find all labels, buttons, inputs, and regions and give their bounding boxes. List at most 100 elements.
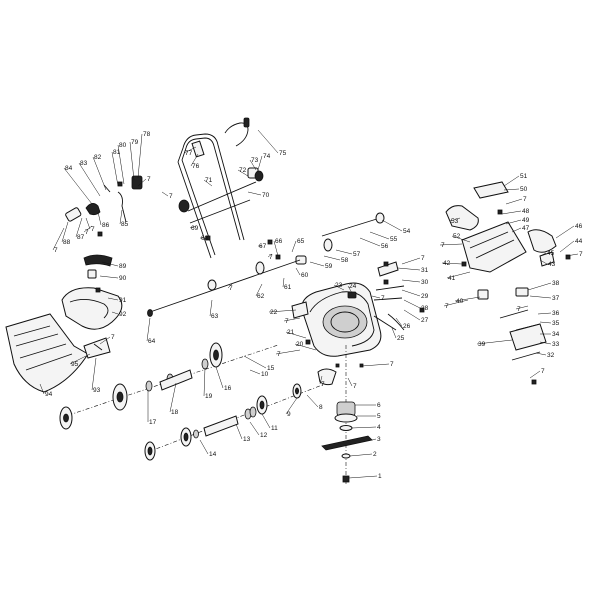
leader-line bbox=[397, 267, 421, 271]
callout-label: 85 bbox=[121, 221, 129, 228]
leader-line bbox=[371, 295, 381, 299]
leader-line bbox=[209, 299, 213, 317]
leader-line bbox=[117, 144, 125, 185]
leader-line bbox=[559, 240, 575, 253]
callout-label: 66 bbox=[275, 238, 283, 245]
leader-line bbox=[235, 423, 243, 440]
callout-label: 7 bbox=[321, 381, 325, 388]
callout-label: 95 bbox=[71, 361, 79, 368]
leader-line bbox=[257, 129, 279, 154]
callout-label: 58 bbox=[341, 257, 349, 264]
callout-label: 47 bbox=[522, 225, 530, 232]
callout-label: 46 bbox=[575, 223, 583, 230]
callout-label: 3 bbox=[377, 436, 381, 443]
callout-label: 13 bbox=[243, 436, 251, 443]
control-parts bbox=[65, 175, 143, 223]
callout-label: 7 bbox=[229, 285, 233, 292]
leader-line bbox=[539, 252, 547, 257]
callout-label: 50 bbox=[520, 186, 528, 193]
leader-line bbox=[403, 299, 421, 309]
leader-line bbox=[539, 321, 552, 324]
callout-label: 7 bbox=[147, 176, 151, 183]
callout-label: 51 bbox=[520, 173, 528, 180]
leader-line bbox=[351, 426, 377, 429]
leader-line bbox=[243, 355, 267, 369]
wiring-brackets bbox=[147, 212, 405, 331]
callout-label: 74 bbox=[263, 153, 271, 160]
callout-label: 7 bbox=[421, 255, 425, 262]
leader-line bbox=[107, 297, 119, 301]
leader-line bbox=[63, 167, 93, 205]
callout-label: 33 bbox=[552, 341, 560, 348]
callout-label: 80 bbox=[119, 142, 127, 149]
callout-label: 70 bbox=[262, 192, 270, 199]
leader-line bbox=[515, 305, 529, 310]
callout-label: 68 bbox=[201, 235, 209, 242]
leader-line bbox=[294, 343, 317, 351]
leader-line bbox=[52, 227, 65, 251]
callout-label: 65 bbox=[297, 238, 305, 245]
callout-label: 7 bbox=[381, 295, 385, 302]
callout-label: 42 bbox=[443, 260, 451, 267]
leader-line bbox=[369, 231, 390, 240]
leader-line bbox=[529, 370, 541, 379]
leader-line bbox=[291, 240, 297, 253]
leader-line bbox=[161, 191, 169, 197]
callout-label: 25 bbox=[397, 335, 405, 342]
leader-line bbox=[85, 217, 91, 230]
callout-label: 93 bbox=[93, 387, 101, 394]
leader-line bbox=[476, 339, 513, 345]
callout-label: 91 bbox=[119, 297, 127, 304]
leader-line bbox=[505, 219, 522, 225]
callout-label: 5 bbox=[377, 413, 381, 420]
callout-label: 7 bbox=[390, 361, 394, 368]
callout-label: 7 bbox=[523, 196, 527, 203]
callout-label: 84 bbox=[65, 165, 73, 172]
leader-line bbox=[359, 237, 381, 247]
callout-label: 26 bbox=[403, 323, 411, 330]
callout-label: 2 bbox=[373, 451, 377, 458]
leader-line bbox=[565, 253, 579, 257]
callout-label: 63 bbox=[211, 313, 219, 320]
leader-line bbox=[227, 283, 233, 289]
leader-line bbox=[111, 311, 119, 315]
handle-assembly bbox=[177, 117, 264, 259]
callout-label: 7 bbox=[277, 351, 281, 358]
leader-line bbox=[454, 296, 481, 302]
leader-line bbox=[203, 179, 213, 187]
leader-lines bbox=[39, 129, 579, 479]
leader-line bbox=[539, 341, 552, 345]
callout-label: 7 bbox=[441, 242, 445, 249]
leader-line bbox=[285, 397, 298, 415]
leader-line bbox=[99, 275, 119, 279]
leader-line bbox=[75, 217, 83, 238]
callout-label: 82 bbox=[94, 154, 102, 161]
leader-line bbox=[268, 309, 297, 313]
leader-line bbox=[527, 282, 552, 291]
callout-label: 8 bbox=[319, 404, 323, 411]
callout-label: 4 bbox=[377, 424, 381, 431]
leader-line bbox=[249, 159, 257, 171]
callout-label: 83 bbox=[80, 160, 88, 167]
callout-label: 16 bbox=[224, 385, 232, 392]
callout-label: 35 bbox=[552, 320, 560, 327]
leader-line bbox=[203, 367, 206, 397]
callout-label: 38 bbox=[552, 280, 560, 287]
leader-line bbox=[295, 267, 301, 276]
leader-line bbox=[78, 162, 101, 197]
leader-line bbox=[381, 219, 403, 232]
callout-label: 94 bbox=[45, 391, 53, 398]
leader-line bbox=[309, 261, 325, 267]
callout-label: 44 bbox=[575, 238, 583, 245]
leader-line bbox=[129, 141, 135, 181]
leader-line bbox=[319, 375, 323, 385]
callout-label: 7 bbox=[54, 247, 58, 254]
callout-label: 27 bbox=[421, 317, 429, 324]
leader-line bbox=[275, 349, 301, 355]
switch-housing bbox=[445, 181, 557, 361]
callout-label: 48 bbox=[522, 208, 530, 215]
callout-label: 7 bbox=[111, 334, 115, 341]
leader-line bbox=[69, 353, 91, 365]
